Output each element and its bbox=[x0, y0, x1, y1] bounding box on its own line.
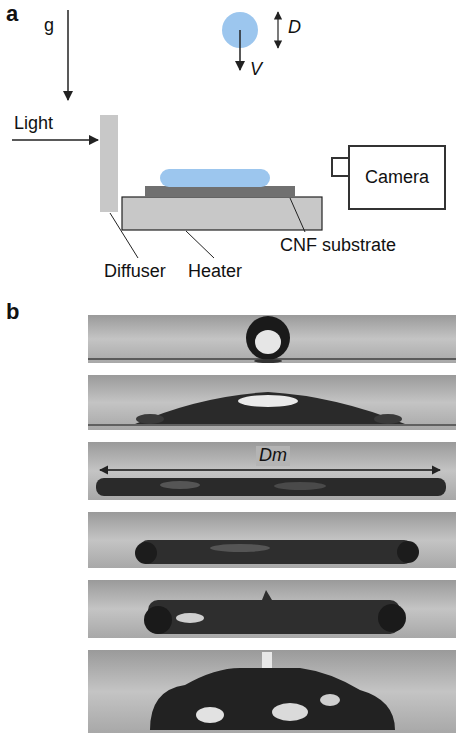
part-label: CNF substrate bbox=[280, 236, 396, 256]
panel-letter: b bbox=[6, 300, 19, 324]
leader-line bbox=[186, 231, 214, 258]
camera-box: Camera bbox=[348, 145, 446, 210]
light-label: Light bbox=[14, 114, 53, 134]
part-label: Diffuser bbox=[104, 262, 166, 282]
velocity-arrow bbox=[239, 30, 241, 70]
diameter-arrow bbox=[277, 12, 278, 48]
light-arrow bbox=[12, 139, 98, 141]
panel-letter: a bbox=[6, 2, 18, 26]
gravity-arrow bbox=[67, 10, 69, 100]
spread-droplet bbox=[160, 169, 270, 187]
leader-line bbox=[110, 213, 138, 258]
diffuser bbox=[100, 115, 118, 212]
photo-sequence bbox=[88, 315, 456, 733]
velocity-symbol: V bbox=[250, 60, 262, 80]
dimension-label: Dm bbox=[256, 446, 290, 466]
leader-line bbox=[290, 198, 305, 232]
part-label: Heater bbox=[188, 262, 242, 282]
camera-lens bbox=[332, 158, 349, 176]
diameter-symbol: D bbox=[288, 18, 301, 38]
cnf-substrate bbox=[145, 186, 295, 197]
node-text: Camera bbox=[365, 167, 429, 188]
gravity-symbol: g bbox=[44, 16, 54, 36]
